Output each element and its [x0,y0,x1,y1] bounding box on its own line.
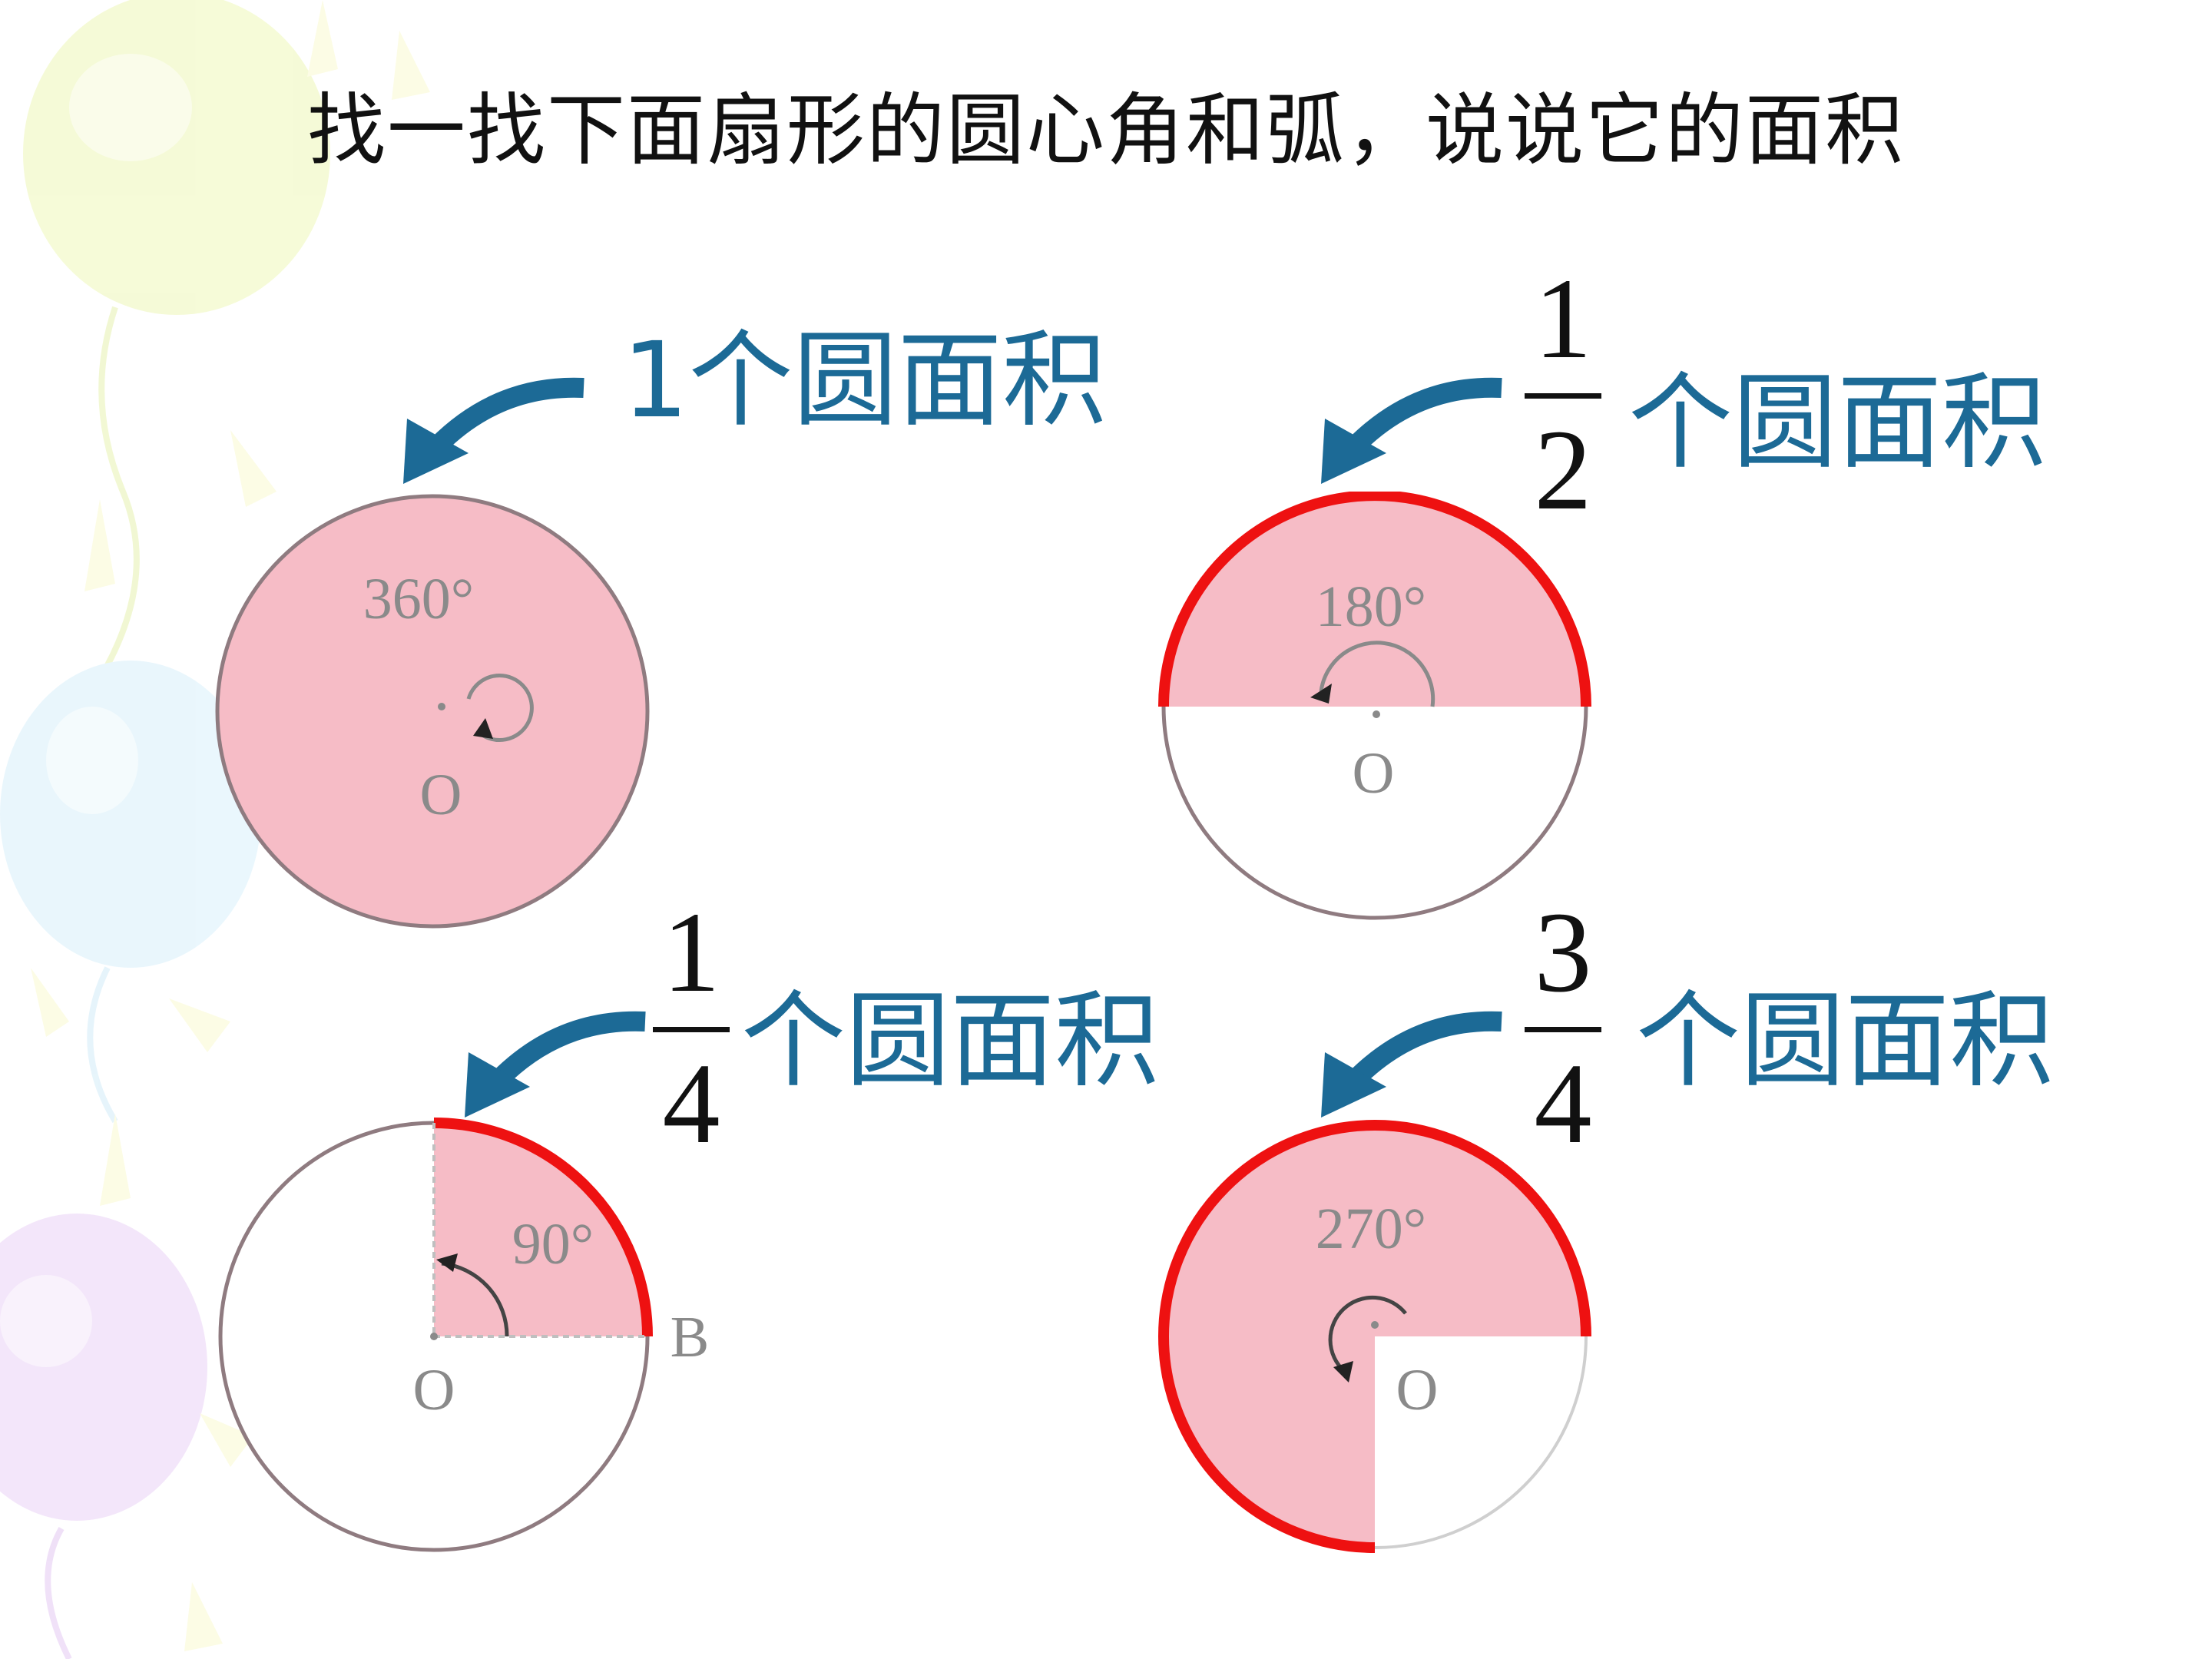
fraction-bar [653,1027,730,1032]
fraction-half: 1 2 [1521,261,1605,528]
rotation-arrow-icon [1328,1295,1407,1373]
center-label-o: O [420,763,462,827]
point-label-b: B [671,1305,710,1369]
angle-label-270: 270° [1316,1197,1426,1261]
diagram-three-quarter-circle: 270° O [1158,1120,1591,1553]
full-circle-sector [215,494,650,929]
page-title: 找一找下面扇形的圆心角和弧，说说它的面积 [307,85,1905,177]
pointer-arrow-2 [1321,377,1502,484]
arrowhead-icon [1310,684,1332,704]
area-label-half: 个圆面积 [1628,363,2046,484]
pointer-arrow-3 [465,1011,646,1118]
diagram-half-circle: 180° O [1158,492,1591,920]
half-circle-sector [1164,495,1586,707]
center-dot [430,1333,438,1340]
center-dot [438,703,445,710]
rotation-arrow-icon [1319,641,1435,707]
angle-label-360: 360° [363,567,474,631]
angle-label-90: 90° [512,1212,594,1277]
pointer-arrow-1 [403,377,584,484]
arrowhead-icon [473,718,493,739]
rotation-arrow-icon [466,674,534,743]
half-circle-arc [1158,492,1591,707]
pointer-arrow-4 [1321,1011,1502,1118]
center-label-o: O [1353,741,1395,806]
rotation-arrow-icon [441,1261,509,1337]
numerator: 1 [662,889,720,1016]
three-quarter-circle-sector [1164,1125,1586,1548]
arrowhead-icon [436,1253,458,1272]
area-label-quarter: 个圆面积 [741,981,1159,1102]
arrowhead-icon [1333,1361,1353,1382]
fraction-bar [1525,393,1601,399]
center-label-o: O [413,1358,455,1422]
center-dot [1371,1321,1379,1329]
center-dot [1373,710,1380,718]
area-label-full: 1个圆面积 [622,320,1107,442]
quarter-circle-sector [434,1123,647,1336]
diagram-full-circle: 360° O [215,494,650,929]
denominator: 4 [662,1040,720,1167]
numerator: 1 [1534,255,1592,382]
center-label-o: O [1396,1358,1439,1422]
numerator: 3 [1534,889,1592,1016]
three-quarter-circle-arc [1158,1120,1591,1553]
area-label-three-quarter: 个圆面积 [1636,981,2054,1102]
fraction-quarter: 1 4 [649,895,733,1161]
quarter-circle-arc [433,1118,653,1337]
denominator: 4 [1534,1040,1592,1167]
fraction-three-quarter: 3 4 [1521,895,1605,1161]
diagram-quarter-circle: 90° O B [218,1118,710,1552]
fraction-bar [1525,1027,1601,1032]
angle-label-180: 180° [1316,575,1426,639]
denominator: 2 [1534,406,1592,534]
